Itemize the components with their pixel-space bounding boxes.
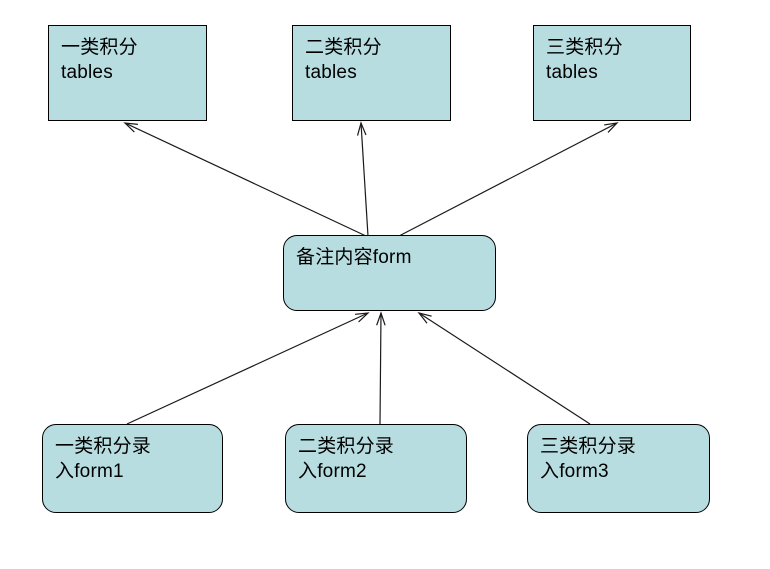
edge-center-to-top-2 [356, 121, 369, 237]
node-bottom-1-label-line-1: 一类积分录 [55, 436, 152, 457]
edge-bottom-3-to-center-arrowhead-icon [417, 311, 432, 324]
node-top-2-label-line-1: 二类积分 [305, 37, 382, 58]
node-bottom-1-label-line-2: 入form1 [55, 461, 124, 482]
edge-bottom-2-to-center-arrowhead-icon [376, 311, 386, 326]
node-top-1-label-line-1: 一类积分 [61, 37, 138, 58]
node-top-1-label-line-2: tables [61, 62, 113, 83]
edge-center-to-top-1-arrowhead-icon [123, 122, 138, 133]
node-bottom-2-label-line-1: 二类积分录 [298, 436, 395, 457]
node-top-2[interactable]: 二类积分 tables [292, 25, 451, 121]
edge-bottom-1-to-center-arrowhead-icon [355, 312, 370, 323]
node-top-2-label-line-2: tables [305, 62, 357, 83]
node-bottom-2[interactable]: 二类积分录入form2 [285, 424, 467, 513]
edge-center-to-top-3 [398, 122, 619, 237]
node-center[interactable]: 备注内容form [283, 235, 496, 311]
node-center-label-line-1: 备注内容form [296, 247, 412, 268]
node-bottom-3-label-line-2: 入form3 [540, 461, 609, 482]
edge-center-to-top-1 [123, 122, 367, 237]
edge-center-to-top-2-arrowhead-icon [356, 121, 367, 136]
node-top-3-label-line-1: 三类积分 [546, 37, 623, 58]
edge-bottom-3-to-center [417, 311, 591, 425]
node-top-3-label-line-2: tables [546, 62, 598, 83]
edge-bottom-2-to-center [376, 311, 386, 425]
node-bottom-2-label-line-2: 入form2 [298, 461, 367, 482]
edge-center-to-top-3-arrowhead-icon [604, 122, 619, 133]
node-bottom-3-label-line-1: 三类积分录 [540, 436, 637, 457]
edge-bottom-1-to-center [126, 312, 370, 425]
node-bottom-3[interactable]: 三类积分录入form3 [527, 424, 710, 513]
node-top-3[interactable]: 三类积分 tables [533, 25, 691, 121]
node-bottom-1[interactable]: 一类积分录入form1 [42, 424, 223, 513]
node-top-1[interactable]: 一类积分 tables [48, 25, 207, 121]
